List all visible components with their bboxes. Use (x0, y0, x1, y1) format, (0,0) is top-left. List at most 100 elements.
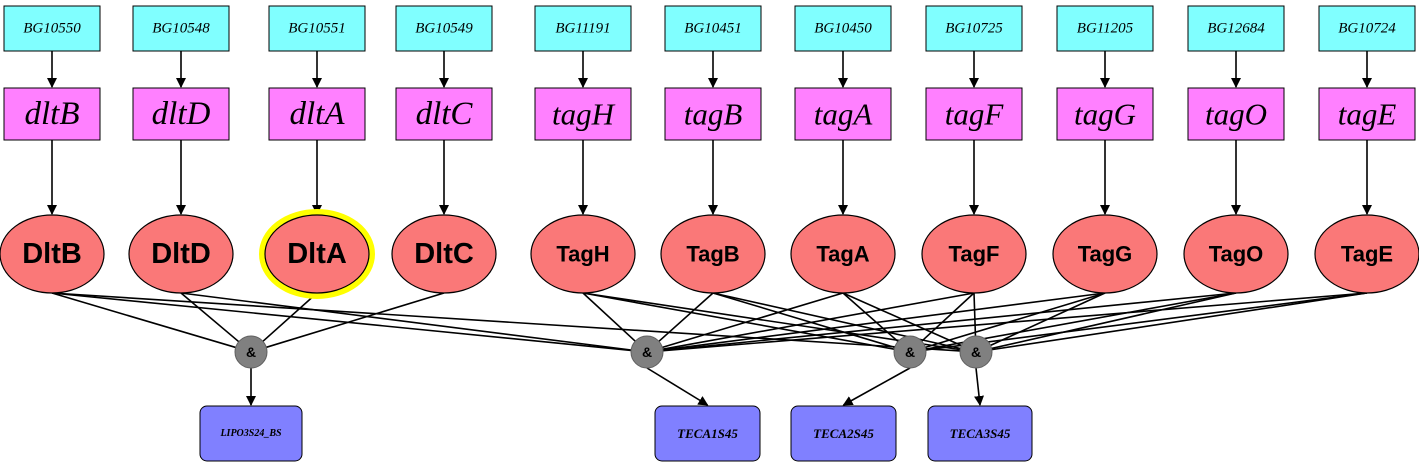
gene-id-box-tagg[interactable] (1056, 5, 1154, 52)
protein-node-dltc[interactable] (391, 214, 497, 294)
edge-protein-tagh-to-and-1 (582, 292, 636, 342)
gene-id-label-tage: BG10724 (1338, 21, 1396, 37)
edge-protein-tagf-to-and-1 (662, 292, 975, 350)
edge-protein-tagh-to-and-2 (582, 292, 895, 350)
protein-node-dltd[interactable] (128, 214, 234, 294)
protein-node-tagg[interactable] (1052, 214, 1158, 294)
gene-id-label-tago: BG12684 (1207, 21, 1265, 37)
protein-label-tagb: TagB (686, 242, 739, 267)
gene-id-box-taga[interactable] (794, 5, 892, 52)
edge-protein-taga-to-and-2 (842, 292, 899, 343)
edge-protein-tagb-to-and-2 (712, 292, 895, 349)
and-label-2: & (905, 344, 915, 360)
gene-label-tage: tagE (1338, 97, 1397, 132)
reaction-label-lipo3s24_bs: LIPO3S24_BS (219, 428, 282, 439)
and-node-3[interactable] (959, 335, 993, 369)
reaction-box-lipo3s24_bs[interactable] (199, 405, 303, 462)
gene-id-box-tagh[interactable] (534, 5, 632, 52)
protein-label-taga: TagA (816, 242, 869, 267)
gene-id-label-taga: BG10450 (814, 21, 872, 37)
protein-label-dltb: DltB (22, 238, 82, 270)
gene-box-dltc[interactable] (395, 87, 493, 141)
protein-node-tago[interactable] (1183, 214, 1289, 294)
gene-box-tagh[interactable] (534, 87, 632, 141)
gene-id-box-tagf[interactable] (925, 5, 1023, 52)
gene-id-box-tago[interactable] (1187, 5, 1285, 52)
edge-and-3-to-reaction-3 (974, 367, 985, 406)
gene-box-dlta[interactable] (268, 87, 366, 141)
and-label-0: & (246, 344, 256, 360)
edge-protein-tage-to-and-1 (662, 292, 1368, 352)
protein-node-dlta[interactable] (264, 214, 370, 294)
gene-box-taga[interactable] (794, 87, 892, 141)
gene-id-label-tagg: BG11205 (1077, 21, 1134, 37)
and-node-1[interactable] (630, 335, 664, 369)
gene-label-dltc: dltC (416, 96, 474, 132)
protein-label-dltc: DltC (414, 238, 474, 270)
edge-protein-dltb-to-and-3 (51, 292, 961, 352)
edge-protein-tage-to-and-3 (991, 292, 1368, 351)
edge-and-2-to-reaction-2 (842, 367, 911, 406)
gene-box-dltd[interactable] (132, 87, 230, 141)
and-label-3: & (971, 344, 981, 360)
gene-id-box-dltb[interactable] (3, 5, 101, 52)
gene-label-tagf: tagF (945, 97, 1005, 132)
edge-and-1-to-reaction-1 (646, 367, 709, 406)
gene-id-box-tagb[interactable] (664, 5, 762, 52)
protein-node-tagf[interactable] (921, 214, 1027, 294)
protein-label-tagh: TagH (556, 242, 609, 267)
gene-box-tago[interactable] (1187, 87, 1285, 141)
edge-protein-tago-to-and-3 (991, 292, 1237, 350)
gene-label-dltd: dltD (152, 96, 211, 132)
protein-node-tage[interactable] (1314, 214, 1419, 294)
gene-label-dlta: dltA (290, 96, 346, 132)
gene-box-tage[interactable] (1318, 87, 1416, 141)
edge-protein-tagg-to-and-3 (990, 292, 1106, 347)
gene-label-taga: tagA (814, 97, 874, 132)
protein-node-tagb[interactable] (660, 214, 766, 294)
and-node-0[interactable] (234, 335, 268, 369)
reaction-label-teca2s45: TECA2S45 (813, 426, 874, 441)
and-node-2[interactable] (893, 335, 927, 369)
reaction-box-teca2s45[interactable] (790, 405, 897, 462)
gene-id-box-dltc[interactable] (395, 5, 493, 52)
protein-highlight-dlta (259, 209, 375, 299)
gene-id-label-dltd: BG10548 (152, 21, 210, 37)
gene-box-tagg[interactable] (1056, 87, 1154, 141)
nodes-layer: BG10550dltBDltBBG10548dltDDltDBG10551dlt… (0, 5, 1419, 462)
gene-id-label-tagb: BG10451 (684, 21, 742, 37)
gene-id-box-tage[interactable] (1318, 5, 1416, 52)
edge-protein-taga-to-and-1 (662, 292, 844, 349)
edge-protein-dltd-to-and-1 (180, 292, 632, 351)
protein-label-dltd: DltD (151, 238, 211, 270)
protein-label-dlta: DltA (287, 238, 347, 270)
gene-box-tagf[interactable] (925, 87, 1023, 141)
protein-node-tagh[interactable] (530, 214, 636, 294)
edge-protein-taga-to-and-3 (842, 292, 962, 347)
edge-protein-tagg-to-and-2 (925, 292, 1106, 349)
gene-box-dltb[interactable] (3, 87, 101, 141)
gene-id-label-tagh: BG11191 (555, 21, 610, 37)
gene-id-label-tagf: BG10725 (945, 21, 1003, 37)
gene-label-tagb: tagB (684, 97, 743, 132)
edge-protein-tagf-to-and-2 (921, 292, 975, 342)
gene-label-tagh: tagH (552, 97, 616, 132)
and-label-1: & (642, 344, 652, 360)
gene-label-tago: tagO (1205, 97, 1267, 132)
gene-id-box-dltd[interactable] (132, 5, 230, 52)
edge-protein-dltc-to-and-0 (266, 292, 445, 349)
gene-id-label-dltb: BG10550 (23, 21, 81, 37)
reaction-box-teca3s45[interactable] (927, 405, 1033, 462)
gene-box-tagb[interactable] (664, 87, 762, 141)
gene-label-dltb: dltB (25, 96, 80, 132)
protein-node-taga[interactable] (790, 214, 896, 294)
reaction-label-teca3s45: TECA3S45 (950, 426, 1011, 441)
reaction-label-teca1s45: TECA1S45 (677, 426, 738, 441)
gene-label-tagg: tagG (1074, 97, 1136, 132)
gene-id-box-dlta[interactable] (268, 5, 366, 52)
edge-protein-dltb-to-and-1 (51, 292, 632, 352)
edge-protein-tagb-to-and-1 (658, 292, 714, 342)
protein-node-dltb[interactable] (0, 214, 105, 294)
reaction-box-teca1s45[interactable] (654, 405, 761, 462)
